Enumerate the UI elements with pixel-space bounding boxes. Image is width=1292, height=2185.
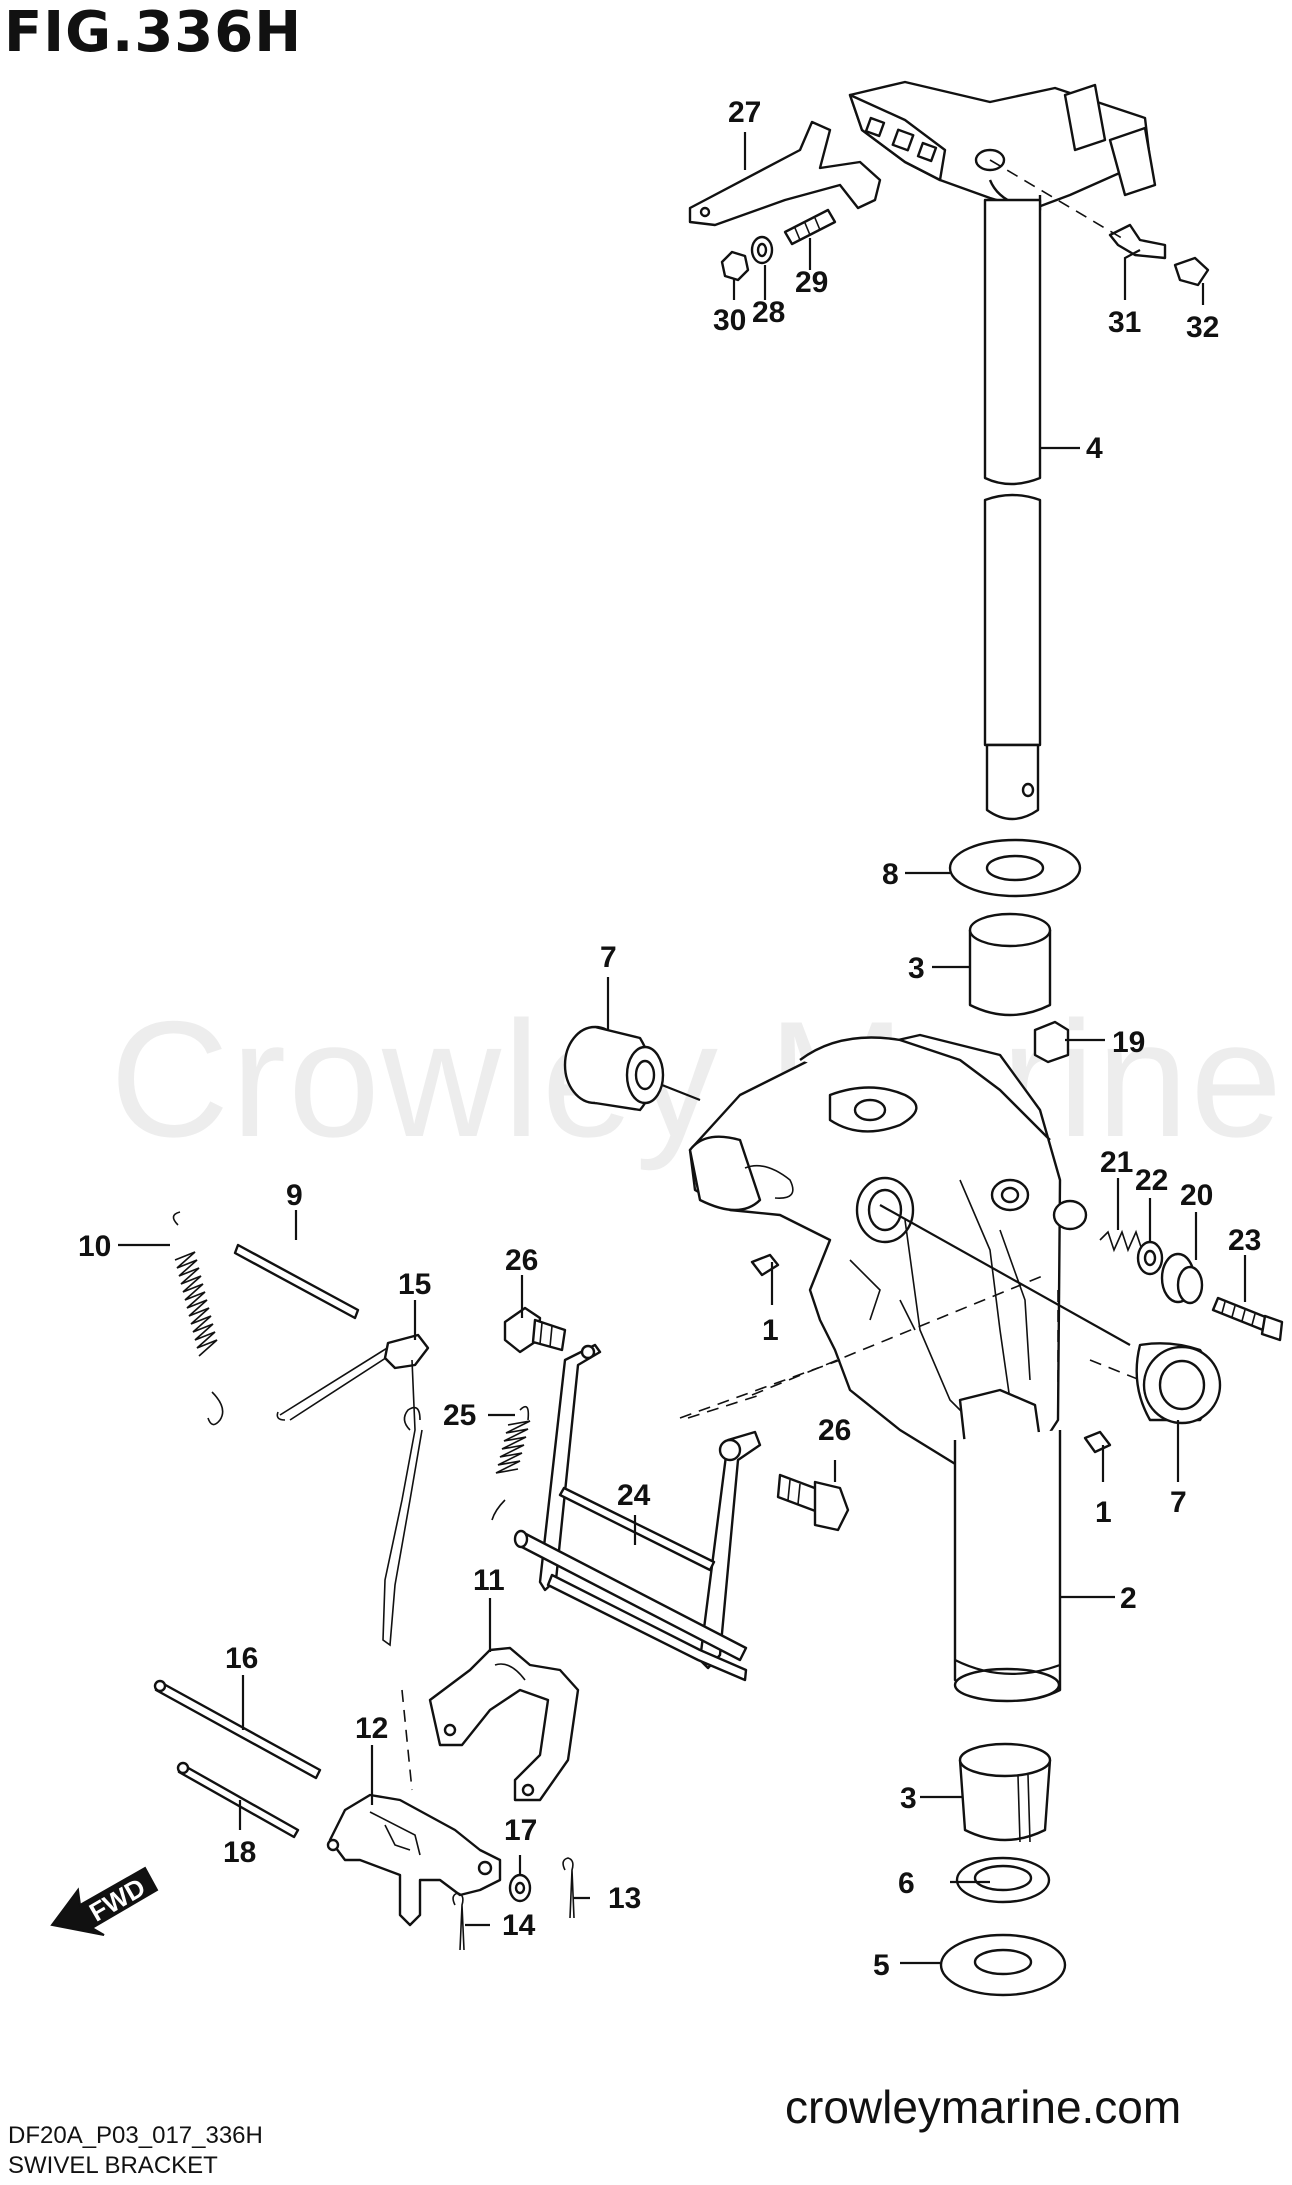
lever-24 — [513, 1343, 762, 1682]
steering-shaft-upper — [983, 198, 1042, 486]
callout-8: 8 — [882, 858, 899, 891]
diagram-caption: SWIVEL BRACKET — [8, 2152, 218, 2179]
bushing-3-lower — [958, 1742, 1052, 1843]
callout-24: 24 — [617, 1479, 651, 1512]
clip-31 — [1108, 223, 1167, 260]
fwd-arrow-icon: FWD — [50, 1866, 159, 1936]
bolt-32 — [1173, 256, 1210, 287]
watermark: Crowley Marine — [110, 987, 1285, 1171]
rod-9 — [233, 1243, 360, 1320]
callout-3-lower: 3 — [900, 1782, 917, 1815]
callout-3-upper: 3 — [908, 952, 925, 985]
washer-5 — [939, 1933, 1067, 1997]
rod-15 — [276, 1333, 430, 1647]
bolt-23 — [1211, 1296, 1284, 1342]
drawing-code: DF20A_P03_017_336H — [8, 2122, 263, 2149]
bushing-3-upper — [968, 912, 1052, 1017]
callout-numbers: 27 29 30 28 31 32 4 8 3 7 19 21 22 20 23… — [78, 96, 1261, 1982]
bushing-7-left — [563, 1025, 665, 1112]
callout-18: 18 — [223, 1836, 256, 1869]
tiller-bracket — [688, 120, 882, 227]
spring-25 — [491, 1405, 531, 1521]
washer-17 — [508, 1873, 532, 1903]
callout-4: 4 — [1086, 432, 1103, 465]
callout-17: 17 — [504, 1814, 537, 1847]
callout-9: 9 — [286, 1179, 303, 1212]
callout-27: 27 — [728, 96, 761, 129]
nut-30 — [720, 250, 750, 282]
callout-11: 11 — [473, 1564, 505, 1597]
callout-29: 29 — [795, 266, 828, 299]
callout-26-upper: 26 — [505, 1244, 538, 1277]
callout-15: 15 — [398, 1268, 431, 1301]
pin-16 — [153, 1679, 322, 1780]
callout-16: 16 — [225, 1642, 258, 1675]
swivel-tube-2 — [953, 1290, 1062, 1703]
callout-31: 31 — [1108, 306, 1141, 339]
callout-1-right: 1 — [1095, 1496, 1112, 1529]
callout-20: 20 — [1180, 1179, 1213, 1212]
callout-7-left: 7 — [600, 941, 617, 974]
bushing-7-right — [1135, 1342, 1222, 1425]
cotter-pin-14 — [452, 1892, 465, 1951]
callout-1-left: 1 — [762, 1314, 779, 1347]
callout-21: 21 — [1100, 1146, 1133, 1179]
bolt-26-lower — [776, 1473, 850, 1532]
pad-19 — [1033, 1020, 1070, 1064]
callout-19: 19 — [1112, 1026, 1145, 1059]
washer-8 — [948, 838, 1082, 898]
callout-7-right: 7 — [1170, 1486, 1187, 1519]
callout-22: 22 — [1135, 1164, 1168, 1197]
pin-18 — [176, 1761, 300, 1839]
callout-6: 6 — [898, 1867, 915, 1900]
callout-25: 25 — [443, 1399, 476, 1432]
bolt-26-upper — [503, 1306, 567, 1354]
stopper-11 — [428, 1646, 580, 1802]
leader-lines — [118, 132, 1247, 1965]
cotter-pin-13 — [562, 1857, 575, 1919]
grease-fitting-1b — [1083, 1430, 1112, 1454]
callout-26-lower: 26 — [818, 1414, 851, 1447]
steering-bracket — [848, 80, 1157, 212]
bolt-29 — [783, 208, 837, 246]
washer-6 — [955, 1856, 1051, 1904]
callout-2: 2 — [1120, 1582, 1137, 1615]
swivel-bracket-body — [688, 1033, 1088, 1472]
bushing-20 — [1160, 1252, 1204, 1305]
callout-32: 32 — [1186, 311, 1219, 344]
callout-12: 12 — [355, 1712, 388, 1745]
callout-5: 5 — [873, 1949, 890, 1982]
callout-23: 23 — [1228, 1224, 1261, 1257]
figure-title: FIG.336H — [4, 0, 303, 65]
callout-13: 13 — [608, 1882, 641, 1915]
callout-10: 10 — [78, 1230, 111, 1263]
website-url: crowleymarine.com — [785, 2081, 1182, 2133]
callout-30: 30 — [713, 304, 746, 337]
callout-14: 14 — [502, 1909, 536, 1942]
grease-fitting-1a — [750, 1253, 780, 1277]
spring-10 — [172, 1211, 224, 1426]
washer-22 — [1136, 1240, 1164, 1276]
callout-28: 28 — [752, 296, 785, 329]
steering-shaft-lower — [983, 493, 1042, 821]
